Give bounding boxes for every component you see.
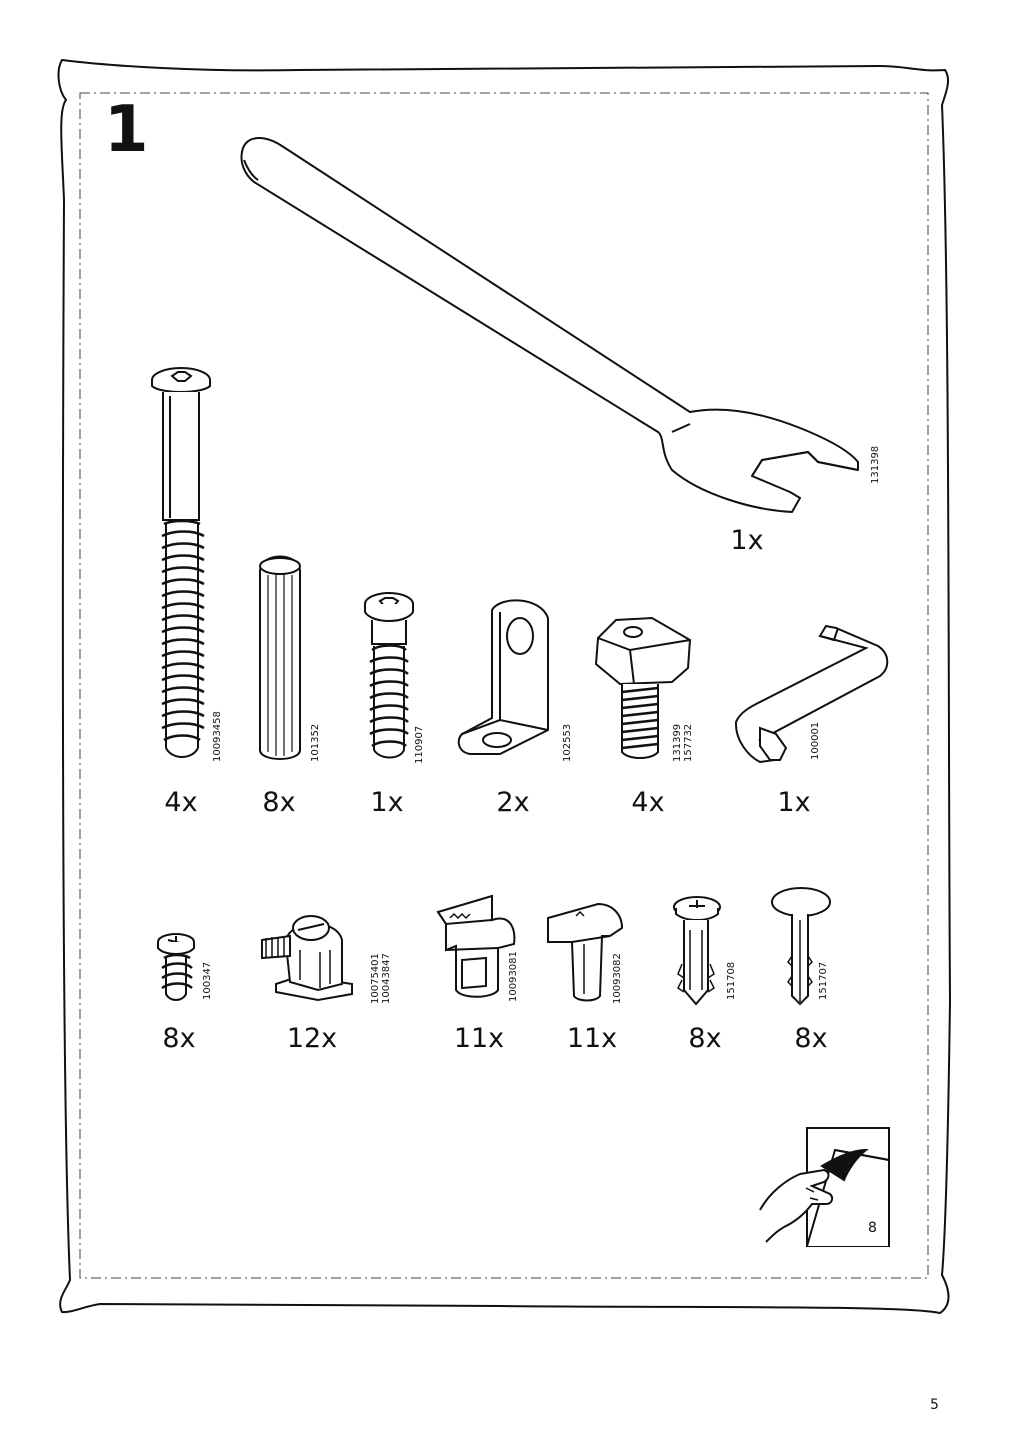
part-code-angle-bracket: 102553 [562,723,573,762]
qty-wooden-dowel: 8x [262,787,296,818]
qty-shelf-support-cap: 11x [566,1023,618,1054]
step-number: 1 [104,93,149,167]
shelf-support-clip-icon [436,894,516,998]
qty-short-screw: 8x [162,1023,196,1054]
wall-plug-icon [673,896,721,1006]
qty-leveling-foot: 4x [631,787,665,818]
part-code-cam-screw: 110907 [414,725,425,764]
paper-frame [57,58,952,1315]
qty-wrench: 1x [730,525,764,556]
leveling-foot-icon [594,616,692,759]
short-screw-icon [157,933,195,1001]
angle-bracket-icon [457,599,549,755]
part-code-wooden-dowel: 101352 [310,723,321,762]
part-code-allen-key: 100001 [810,721,821,760]
cam-lock-icon [261,915,353,1002]
wooden-dowel-icon [259,555,301,760]
allen-key-icon [734,624,889,764]
long-screw-icon [151,367,211,758]
qty-shelf-support-clip: 11x [453,1023,505,1054]
qty-cam-screw: 1x [370,787,404,818]
page-number: 5 [930,1397,939,1413]
part-code-cam-lock: 10075401 10043847 [370,953,392,1004]
qty-angle-bracket: 2x [496,787,530,818]
part-code-push-pin-plug: 151707 [818,961,829,1000]
qty-cam-lock: 12x [286,1023,338,1054]
qty-push-pin-plug: 8x [794,1023,828,1054]
push-pin-plug-icon [771,887,831,1006]
dash-border [79,92,929,1279]
turn-page-icon [759,1127,890,1247]
part-code-shelf-support-cap: 10093082 [612,953,623,1004]
shelf-support-cap-icon [547,902,624,1002]
cam-screw-icon [364,592,414,759]
turn-page-target: 8 [868,1220,877,1236]
qty-long-screw: 4x [164,787,198,818]
wrench-icon [240,137,859,513]
part-code-long-screw: 10093458 [212,711,223,762]
part-code-wall-plug: 151708 [726,961,737,1000]
part-code-shelf-support-clip: 10093081 [508,951,519,1002]
part-code-short-screw: 100347 [202,961,213,1000]
qty-wall-plug: 8x [688,1023,722,1054]
part-code-wrench: 131398 [870,445,881,484]
part-code-leveling-foot: 131399 157732 [672,723,694,762]
qty-allen-key: 1x [777,787,811,818]
